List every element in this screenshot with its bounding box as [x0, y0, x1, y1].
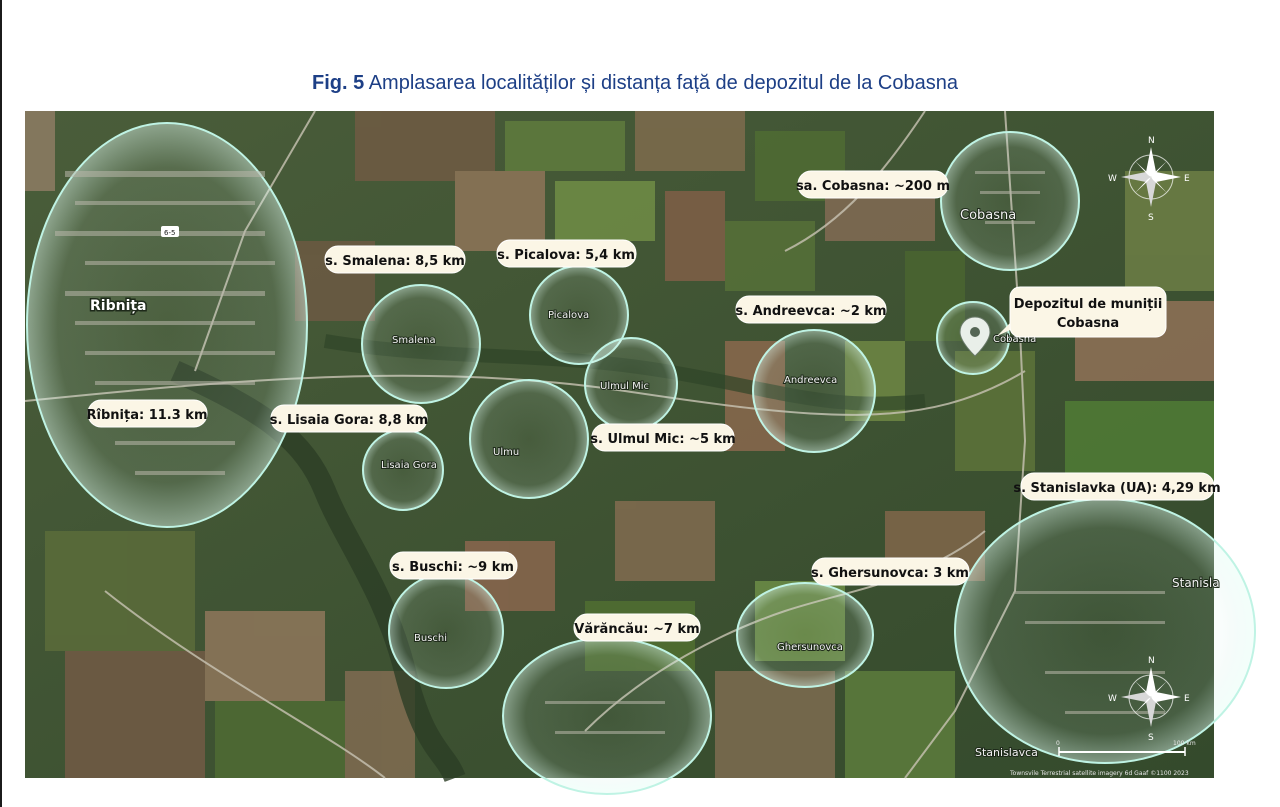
- town-label-stanislavca: Stanislavca: [975, 746, 1038, 759]
- village-label-smalena: Smalena: [392, 335, 436, 346]
- village-label-ulmu: Ulmu: [493, 447, 519, 458]
- depot-label-line2: Cobasna: [1057, 316, 1119, 331]
- callout-cobasna: sa. Cobasna: ~200 m: [796, 170, 950, 199]
- compass-bottom-n-label: N: [1148, 656, 1155, 666]
- village-label-ulmul-mic: Ulmul Mic: [600, 381, 649, 392]
- callout-lisaia-gora: s. Lisaia Gora: 8,8 km: [270, 404, 428, 433]
- village-label-picalova: Picalova: [548, 310, 589, 321]
- town-label-ribnita: Ribnița: [90, 298, 147, 314]
- figure-caption: Fig. 5 Amplasarea localităților și dista…: [0, 72, 1270, 95]
- map-attribution: Townsvile Terrestrial satellite imagery …: [1009, 770, 1189, 777]
- figure-title: Amplasarea localităților și distanța faț…: [364, 72, 958, 94]
- road-number-text: 6-5: [164, 229, 175, 237]
- compass-bottom-e-label: E: [1184, 694, 1190, 704]
- callout-buschi: s. Buschi: ~9 km: [389, 551, 518, 580]
- callout-ulmul-mic: s. Ulmul Mic: ~5 km: [590, 423, 736, 452]
- depot-pin-icon: [959, 316, 991, 357]
- village-label-lisaia-gora: Lisaia Gora: [381, 460, 437, 471]
- compass-rose-icon: N S E W: [1108, 136, 1190, 223]
- callout-smalena-text: s. Smalena: 8,5 km: [325, 254, 465, 269]
- built-up-areas: [55, 171, 1165, 734]
- callout-ghersunovca-text: s. Ghersunovca: 3 km: [811, 566, 969, 581]
- scale-bar: 0 100 km: [1056, 740, 1196, 756]
- halo-stanislavka: [954, 498, 1256, 764]
- compass-rose-bottom-icon: N S E W: [1108, 656, 1190, 743]
- callout-lisaia-gora-text: s. Lisaia Gora: 8,8 km: [270, 413, 428, 428]
- compass-s-label: S: [1148, 213, 1154, 223]
- compass-bottom-w-label: W: [1108, 694, 1117, 704]
- satellite-map: Ribnița Cobasna Stanisla Stanislavca Sma…: [24, 110, 1256, 795]
- callout-stanislavka: s. Stanislavka (UA): 4,29 km: [1013, 472, 1221, 501]
- village-label-ghersunovca: Ghersunovca: [777, 642, 843, 653]
- compass-n-label: N: [1148, 136, 1155, 146]
- callout-picalova: s. Picalova: 5,4 km: [496, 239, 637, 268]
- callout-stanislavka-text: s. Stanislavka (UA): 4,29 km: [1013, 481, 1220, 496]
- depot-callout: Depozitul de muniții Cobasna: [997, 286, 1167, 338]
- village-label-cobasna-north: Cobasna: [960, 208, 1016, 223]
- halo-andreevca: [752, 329, 876, 453]
- callout-andreevca-text: s. Andreevca: ~2 km: [735, 304, 886, 319]
- left-border-line: [0, 0, 2, 807]
- compass-w-label: W: [1108, 174, 1117, 184]
- figure-number: Fig. 5: [312, 72, 365, 94]
- halo-cobasna: [940, 131, 1080, 271]
- village-label-andreevca: Andreevca: [784, 375, 837, 386]
- callout-ghersunovca: s. Ghersunovca: 3 km: [811, 557, 970, 586]
- road-number-badge: [161, 226, 179, 237]
- callout-varancau: Vărăncău: ~7 km: [573, 613, 701, 642]
- callout-ulmul-mic-text: s. Ulmul Mic: ~5 km: [590, 432, 735, 447]
- scale-start-label: 0: [1056, 740, 1060, 747]
- compass-e-label: E: [1184, 174, 1190, 184]
- halo-ghersunovca: [736, 582, 874, 688]
- scale-end-label: 100 km: [1173, 740, 1196, 747]
- callout-buschi-text: s. Buschi: ~9 km: [392, 560, 514, 575]
- halo-varancau: [502, 637, 712, 795]
- callout-ribnita-text: Rîbnița: 11.3 km: [87, 408, 208, 423]
- callout-varancau-text: Vărăncău: ~7 km: [574, 622, 699, 637]
- callout-ribnita: Rîbnița: 11.3 km: [87, 399, 208, 428]
- halo-ulmu: [469, 379, 589, 499]
- town-label-stanisla: Stanisla: [1172, 576, 1220, 590]
- halo-buschi: [388, 573, 504, 689]
- depot-label-line1: Depozitul de muniții: [1014, 297, 1163, 312]
- compass-bottom-s-label: S: [1148, 733, 1154, 743]
- callout-picalova-text: s. Picalova: 5,4 km: [497, 248, 635, 263]
- callout-smalena: s. Smalena: 8,5 km: [324, 245, 466, 274]
- callout-cobasna-text: sa. Cobasna: ~200 m: [796, 179, 950, 194]
- callout-andreevca: s. Andreevca: ~2 km: [735, 295, 887, 324]
- village-label-buschi: Buschi: [414, 633, 447, 644]
- halo-smalena: [361, 284, 481, 404]
